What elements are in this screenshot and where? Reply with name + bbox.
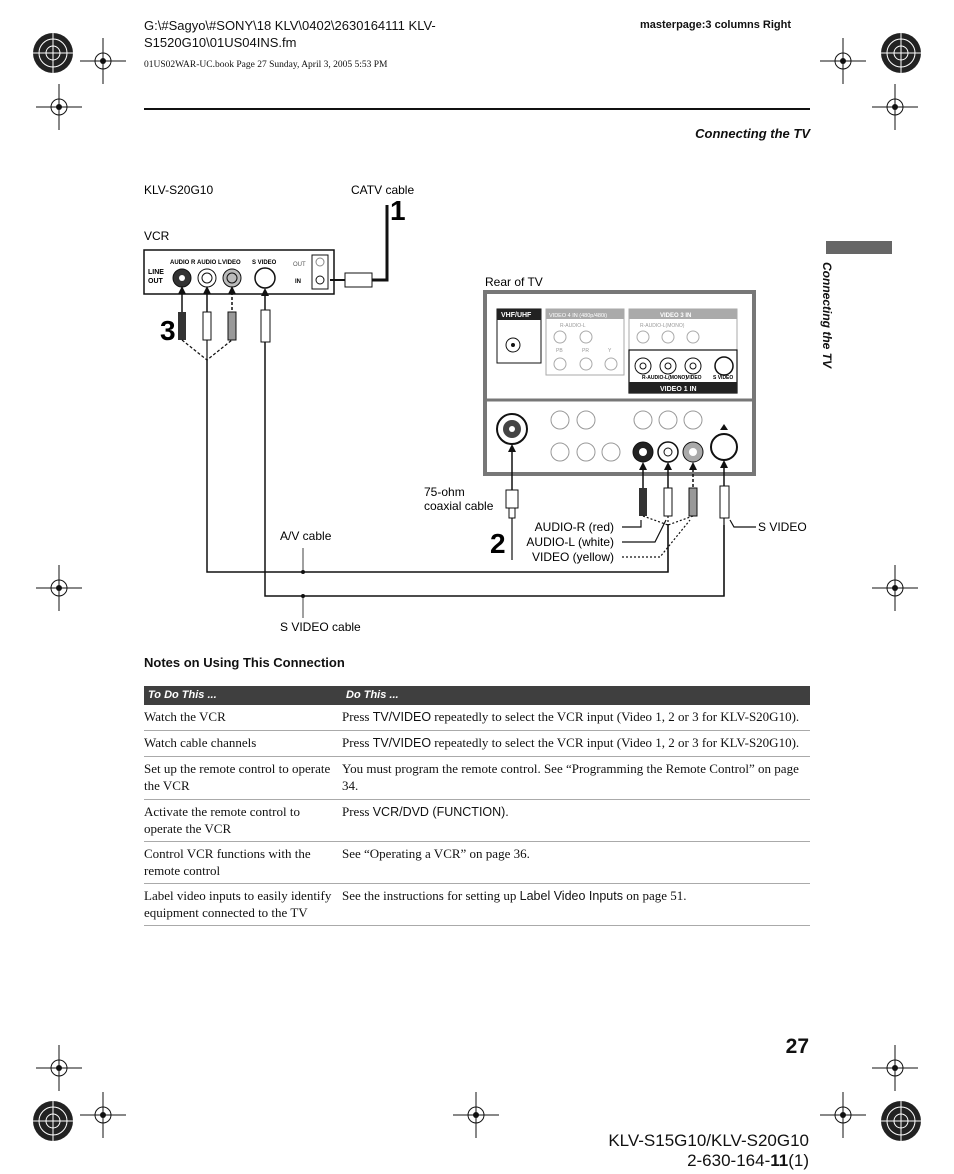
notes-title: Notes on Using This Connection (144, 655, 345, 670)
video1-video-label: VIDEO (686, 375, 702, 381)
vcr-panel: LINE OUT AUDIO R AUDIO L VIDEO S VIDEO O… (143, 249, 335, 295)
table-row: Watch cable channels Press TV/VIDEO repe… (144, 730, 810, 757)
crosshair-mark (80, 1092, 126, 1138)
registration-mark (33, 1101, 73, 1141)
do-cell: Press TV/VIDEO repeatedly to select the … (342, 730, 810, 757)
masterpage-label: masterpage:3 columns Right (640, 19, 791, 31)
vcr-video-label: VIDEO (222, 260, 241, 266)
footer-model: KLV-S15G10/KLV-S20G10 2-630-164-11(1) (608, 1131, 809, 1171)
crosshair-mark (872, 84, 918, 130)
audio-r-label: AUDIO-R (red) (535, 520, 614, 534)
menu-name: Label Video Inputs (519, 889, 623, 903)
todo-cell: Watch cable channels (144, 730, 342, 757)
svideo-cable-label: S VIDEO cable (280, 620, 361, 634)
vhf-uhf-label: VHF/UHF (501, 312, 532, 319)
table-row: Activate the remote control to operate t… (144, 799, 810, 842)
todo-cell: Activate the remote control to operate t… (144, 799, 342, 842)
button-name: TV/VIDEO (372, 710, 432, 724)
page-number: 27 (785, 1035, 809, 1058)
video1-svideo-label: S VIDEO (713, 375, 733, 381)
crosshair-mark (453, 1092, 499, 1138)
todo-cell: Watch the VCR (144, 705, 342, 731)
svideo-label: S VIDEO (758, 520, 807, 534)
video4-audio-label: R-AUDIO-L (560, 323, 586, 329)
crosshair-mark (820, 1092, 866, 1138)
crosshair-mark (36, 565, 82, 611)
todo-cell: Set up the remote control to operate the… (144, 756, 342, 800)
vcr-audio-r-label: AUDIO R (170, 260, 196, 266)
vcr-svideo-label: S VIDEO (252, 260, 277, 266)
pb-label: PB (556, 348, 563, 354)
video4-label: VIDEO 4 IN (480p/480i) (549, 313, 607, 319)
do-cell: Press TV/VIDEO repeatedly to select the … (342, 705, 810, 731)
model-label: KLV-S20G10 (144, 183, 213, 197)
header-rule (144, 108, 810, 110)
y-label: Y (608, 348, 612, 354)
pr-label: PR (582, 348, 589, 354)
do-cell: Press VCR/DVD (FUNCTION). (342, 799, 810, 842)
step-1: 1 (390, 195, 406, 226)
do-cell: You must program the remote control. See… (342, 756, 810, 800)
audio-l-label: AUDIO-L (white) (526, 535, 614, 549)
video3-audio-label: R-AUDIO-L(MONO) (640, 323, 685, 329)
crosshair-mark (36, 1045, 82, 1091)
button-name: TV/VIDEO (372, 736, 432, 750)
line-out-label: LINE (148, 269, 164, 276)
side-tab-bar (826, 241, 892, 254)
table-row: Set up the remote control to operate the… (144, 756, 810, 800)
registration-mark (881, 33, 921, 73)
vcr-label: VCR (144, 229, 170, 243)
do-cell: See “Operating a VCR” on page 36. (342, 841, 810, 884)
crosshair-mark (36, 84, 82, 130)
rear-of-tv-label: Rear of TV (485, 275, 543, 289)
table-row: Control VCR functions with the remote co… (144, 841, 810, 884)
vcr-audio-l-label: AUDIO L (197, 260, 222, 266)
av-cable-label: A/V cable (280, 529, 332, 543)
crosshair-mark (872, 565, 918, 611)
catv-label: CATV cable (351, 183, 414, 197)
column-header-do: Do This ... (342, 686, 810, 705)
line-out-label-2: OUT (148, 278, 164, 285)
column-header-todo: To Do This ... (144, 686, 342, 705)
video1-audio-label: R-AUDIO-L(MONO) (642, 375, 687, 381)
video1-label: VIDEO 1 IN (660, 386, 697, 393)
todo-cell: Label video inputs to easily identify eq… (144, 883, 342, 926)
registration-mark (33, 33, 73, 73)
vcr-in-label: IN (295, 279, 301, 285)
table-header-row: To Do This ... Do This ... (144, 686, 810, 705)
file-path: G:\#Sagyo\#SONY\18 KLV\0402\2630164111 K… (144, 18, 436, 50)
todo-cell: Control VCR functions with the remote co… (144, 841, 342, 884)
coax-label-line1: 75-ohm (424, 485, 465, 499)
part-code: 2-630-164-11(1) (687, 1151, 809, 1170)
section-title: Connecting the TV (695, 126, 810, 141)
registration-mark (881, 1101, 921, 1141)
step-3: 3 (160, 315, 176, 346)
tv-rear-panel: VHF/UHF VIDEO 4 IN (480p/480i) R-AUDIO-L… (483, 290, 756, 476)
do-cell: See the instructions for setting up Labe… (342, 883, 810, 926)
coax-label-line2: coaxial cable (424, 499, 494, 513)
model-line: KLV-S15G10/KLV-S20G10 (608, 1131, 809, 1150)
button-name: VCR/DVD (FUNCTION) (372, 805, 506, 819)
table-row: Watch the VCR Press TV/VIDEO repeatedly … (144, 705, 810, 731)
notes-table: To Do This ... Do This ... Watch the VCR… (144, 686, 810, 926)
step-2: 2 (490, 528, 506, 559)
table-row: Label video inputs to easily identify eq… (144, 883, 810, 926)
crosshair-mark (80, 38, 126, 84)
video3-label: VIDEO 3 IN (660, 313, 691, 319)
crosshair-mark (872, 1045, 918, 1091)
crosshair-mark (820, 38, 866, 84)
vcr-out-label: OUT (293, 262, 306, 268)
book-info: 01US02WAR-UC.book Page 27 Sunday, April … (144, 60, 388, 70)
connection-diagram: KLV-S20G10 VCR CATV cable Rear of TV 75-… (143, 183, 807, 634)
video-label: VIDEO (yellow) (532, 550, 614, 564)
